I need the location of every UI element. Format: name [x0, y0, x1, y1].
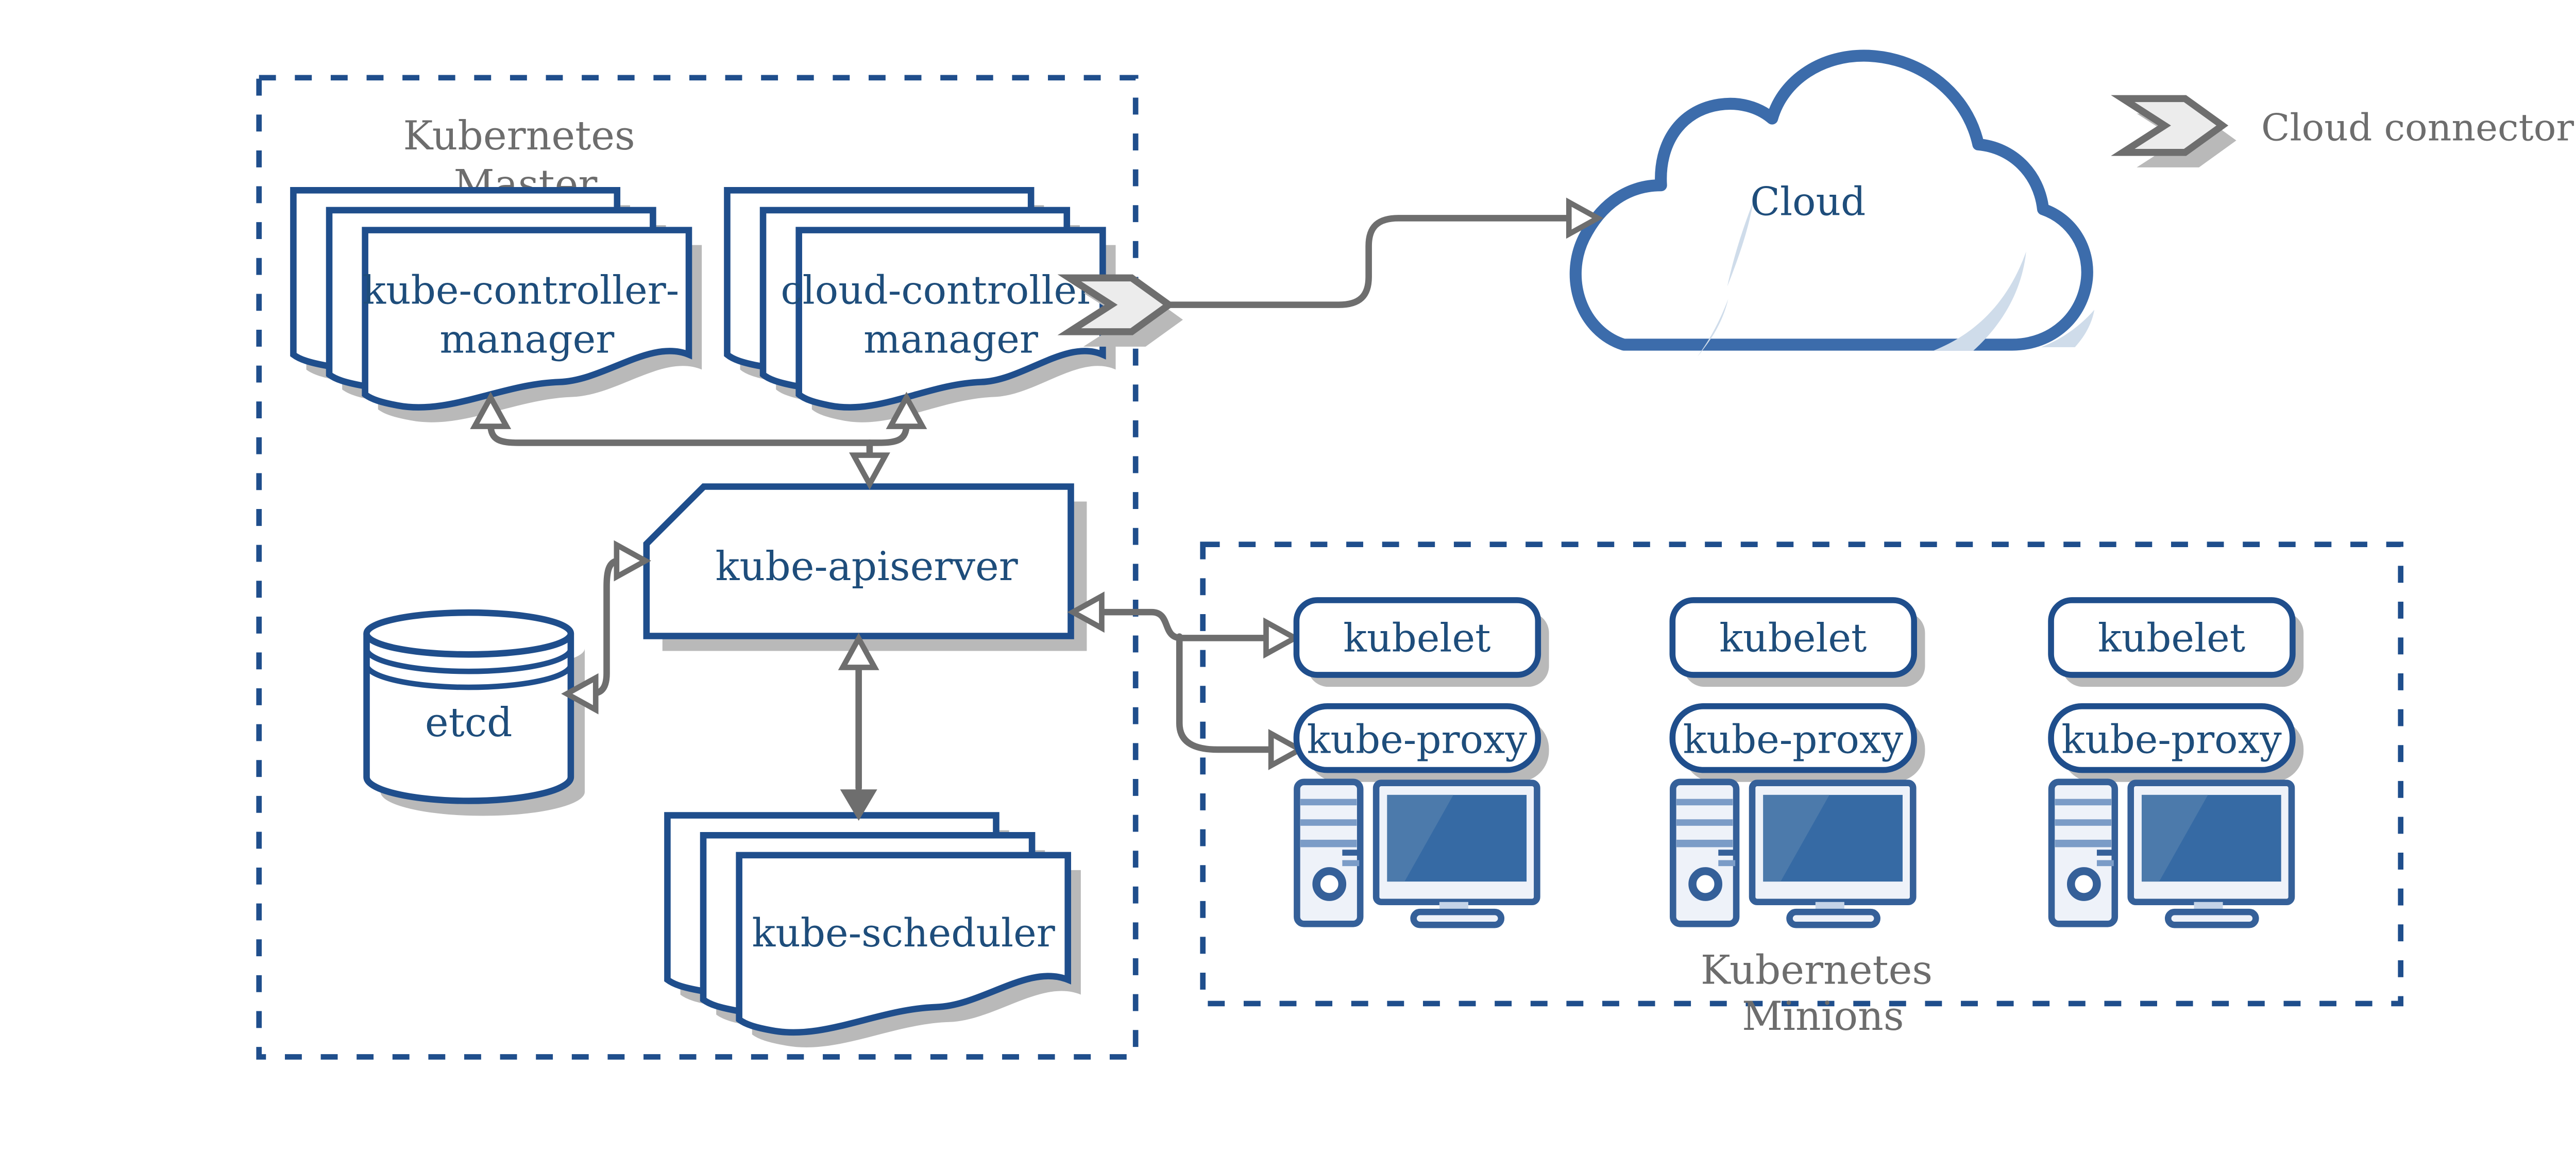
monitor-base — [1786, 908, 1880, 928]
kube-controller-manager: kube-controller- manager — [290, 187, 702, 422]
kube-proxy-box — [1293, 703, 1541, 773]
doc-card — [362, 227, 692, 411]
connector-line — [487, 421, 873, 446]
kube-controller-manager-label: kube-controller- manager — [362, 268, 691, 362]
minions-title: Kubernetes Minions — [1701, 947, 1945, 1040]
tower-slot — [2096, 850, 2114, 856]
connector-line — [1098, 608, 1268, 641]
etcd-disc-line — [364, 664, 574, 690]
connector-line — [1176, 633, 1274, 753]
cloud-highlight — [1933, 251, 2026, 351]
connector-ccm-cloud — [1057, 197, 1604, 347]
arrowhead-up-icon — [838, 633, 879, 670]
arrowhead-up-icon — [886, 392, 927, 429]
kube-proxy-box — [1669, 703, 1917, 773]
cloud-label: Cloud — [1750, 179, 1866, 225]
apiserver-box — [643, 483, 1074, 639]
arrowhead-right-icon — [1566, 197, 1604, 239]
arrowhead-down-icon — [840, 789, 877, 821]
kube-apiserver-label: kube-apiserver — [716, 544, 1018, 590]
tower-stripe — [1300, 799, 1357, 806]
legend: Cloud connector — [2111, 95, 2574, 167]
tower-slot — [1342, 860, 1360, 867]
kube-proxy-label: kube-proxy — [1683, 717, 1904, 762]
master-title: Kubernetes Master — [403, 113, 648, 208]
kubelet-label: kubelet — [1343, 615, 1490, 660]
arrowhead-right-icon — [1268, 729, 1306, 770]
kube-proxy-label: kube-proxy — [2061, 717, 2282, 762]
etcd-disc-line — [364, 648, 574, 674]
monitor-base — [2164, 908, 2259, 928]
tower-slot — [1718, 850, 1736, 856]
etcd-label: etcd — [425, 700, 513, 746]
arrowhead-left-icon — [561, 673, 599, 715]
screen-sheen — [1763, 794, 1829, 882]
kubelet-label: kubelet — [1719, 615, 1867, 660]
screen-sheen — [1387, 794, 1453, 882]
cloud-controller-manager-label: cloud-controller- manager — [781, 268, 1121, 362]
kube-proxy-box — [2048, 703, 2296, 773]
tower-stripe — [2055, 839, 2112, 847]
arrowhead-right-icon — [614, 540, 651, 582]
connector-line — [586, 557, 620, 697]
power-button-icon — [1312, 867, 1347, 901]
cloud-highlight — [1727, 201, 1753, 286]
node-1: kubelet kube-proxy — [1293, 597, 1549, 928]
kubelet-box — [1293, 597, 1541, 678]
tower-stripe — [1300, 819, 1357, 826]
cloud-connector-icon — [1057, 274, 1175, 335]
etcd: etcd — [363, 609, 585, 816]
cloud-connector-icon — [2111, 95, 2229, 156]
connector-line — [866, 421, 910, 446]
node-2: kubelet kube-proxy — [1669, 597, 1925, 928]
tower-stripe — [1300, 839, 1357, 847]
connector-controllers-apiserver — [470, 392, 927, 490]
kubelet-label: kubelet — [2098, 615, 2245, 660]
screen-sheen — [2141, 794, 2208, 882]
cloud-icon — [1569, 49, 2093, 351]
kube-scheduler: kube-scheduler — [664, 812, 1081, 1047]
tower-slot — [1342, 850, 1360, 856]
tower-stripe — [1676, 839, 1733, 847]
kubernetes-architecture-diagram: Kubernetes Master kube-controller- manag… — [256, 49, 2574, 1060]
kubelet-box — [1669, 597, 1917, 678]
kubelet-box — [2048, 597, 2296, 678]
etcd-top — [363, 609, 574, 658]
arrowhead-up-icon — [470, 392, 512, 429]
connector-apiserver-etcd — [561, 540, 651, 715]
node-3: kubelet kube-proxy — [2048, 597, 2304, 928]
etcd-body — [363, 633, 574, 804]
doc-card — [736, 852, 1071, 1036]
computer-icon — [1670, 778, 1917, 928]
arrowhead-right-icon — [1263, 617, 1301, 659]
cloud-highlight — [2041, 310, 2095, 347]
power-button-icon — [1688, 867, 1722, 901]
tower-slot — [2096, 860, 2114, 867]
arrowhead-down-icon — [849, 452, 890, 490]
legend-label: Cloud connector — [2261, 107, 2574, 150]
cloud-controller-manager: cloud-controller- manager — [724, 187, 1121, 422]
tower-stripe — [1676, 819, 1733, 826]
kube-scheduler-label: kube-scheduler — [752, 910, 1056, 956]
connector-apiserver-scheduler — [838, 633, 879, 821]
kube-proxy-label: kube-proxy — [1307, 717, 1528, 762]
kube-apiserver: kube-apiserver — [643, 483, 1087, 651]
power-button-icon — [2066, 867, 2101, 901]
connector-apiserver-node — [1067, 591, 1306, 770]
arrowhead-left-icon — [1067, 591, 1105, 633]
connector-line — [1167, 215, 1571, 308]
cloud: Cloud — [1569, 49, 2095, 357]
tower-stripe — [2055, 819, 2112, 826]
minions-boundary — [1200, 541, 2404, 1007]
tower-stripe — [2055, 799, 2112, 806]
doc-card — [795, 227, 1106, 411]
monitor-base — [1410, 908, 1505, 928]
computer-icon — [1294, 778, 1540, 928]
master-boundary — [256, 75, 1139, 1060]
computer-icon — [2048, 778, 2295, 928]
tower-slot — [1718, 860, 1736, 867]
tower-stripe — [1676, 799, 1733, 806]
